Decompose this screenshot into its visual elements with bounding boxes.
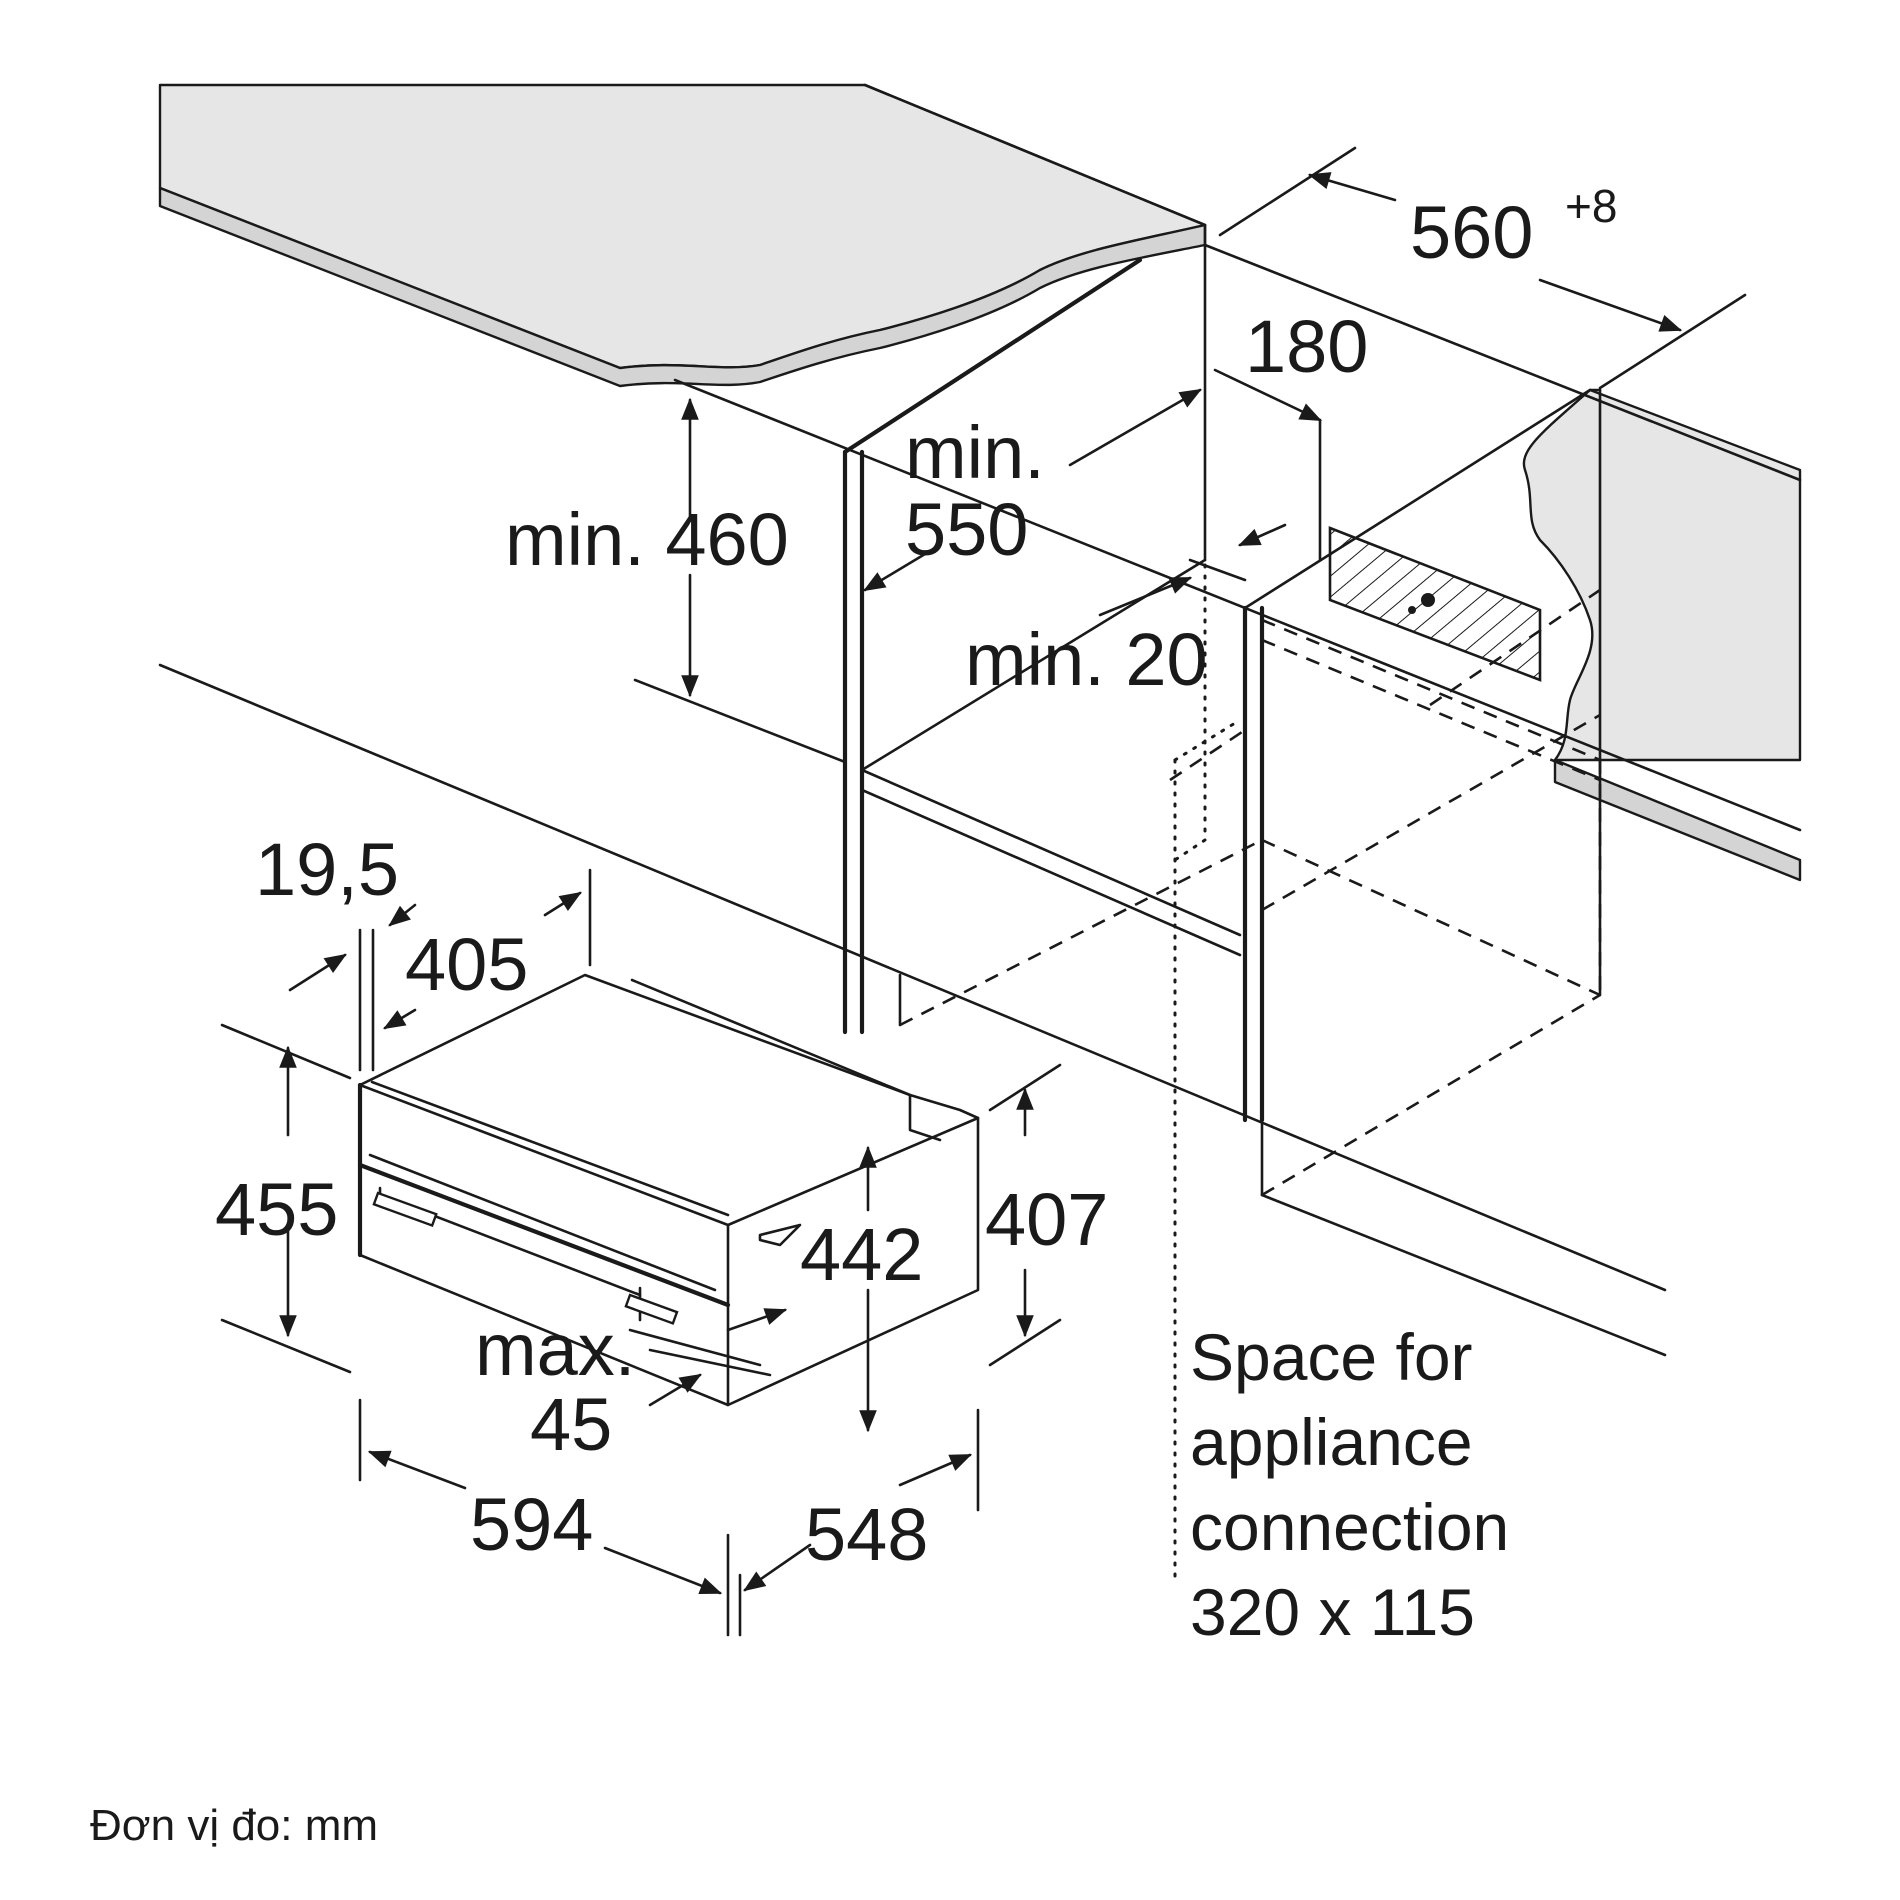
left-worktop — [158, 83, 1207, 388]
oven-appliance — [357, 973, 980, 1407]
connection-note-line2: appliance — [1190, 1405, 1473, 1479]
dimension-lines — [220, 146, 1747, 1637]
dim-180: 180 — [1245, 305, 1368, 388]
socket-icon — [1421, 593, 1435, 607]
dim-min-550-line2: 550 — [905, 488, 1028, 571]
connection-note-line1: Space for — [1190, 1320, 1473, 1394]
dim-405: 405 — [405, 923, 528, 1006]
dim-19-5: 19,5 — [255, 828, 399, 911]
dim-min-20: min. 20 — [965, 618, 1208, 701]
dim-548: 548 — [805, 1493, 928, 1576]
connection-space-dotted — [1173, 563, 1242, 1587]
dim-min-460: min. 460 — [505, 498, 789, 581]
dim-455: 455 — [215, 1168, 338, 1251]
dim-560: 560 — [1410, 191, 1533, 274]
niche-dashed-outline — [899, 588, 1602, 1197]
dim-442: 442 — [800, 1213, 923, 1296]
dim-594: 594 — [470, 1483, 593, 1566]
dimension-labels: 560 +8 180 min. 550 min. 460 min. 20 19,… — [215, 180, 1617, 1576]
dim-407: 407 — [985, 1178, 1108, 1261]
connection-note-line3: connection — [1190, 1490, 1509, 1564]
connection-note-line4: 320 x 115 — [1190, 1575, 1475, 1649]
dim-max-45-line2: 45 — [530, 1383, 612, 1466]
power-socket-area — [1328, 526, 1542, 682]
connection-note: Space for appliance connection 320 x 115 — [1190, 1320, 1509, 1649]
unit-label: Đơn vị đo: mm — [90, 1801, 378, 1850]
dim-max-45-line1: max. — [475, 1308, 635, 1391]
right-worktop — [1522, 388, 1802, 882]
dim-min-550-line1: min. — [905, 411, 1045, 494]
dim-560-tolerance: +8 — [1565, 180, 1617, 232]
